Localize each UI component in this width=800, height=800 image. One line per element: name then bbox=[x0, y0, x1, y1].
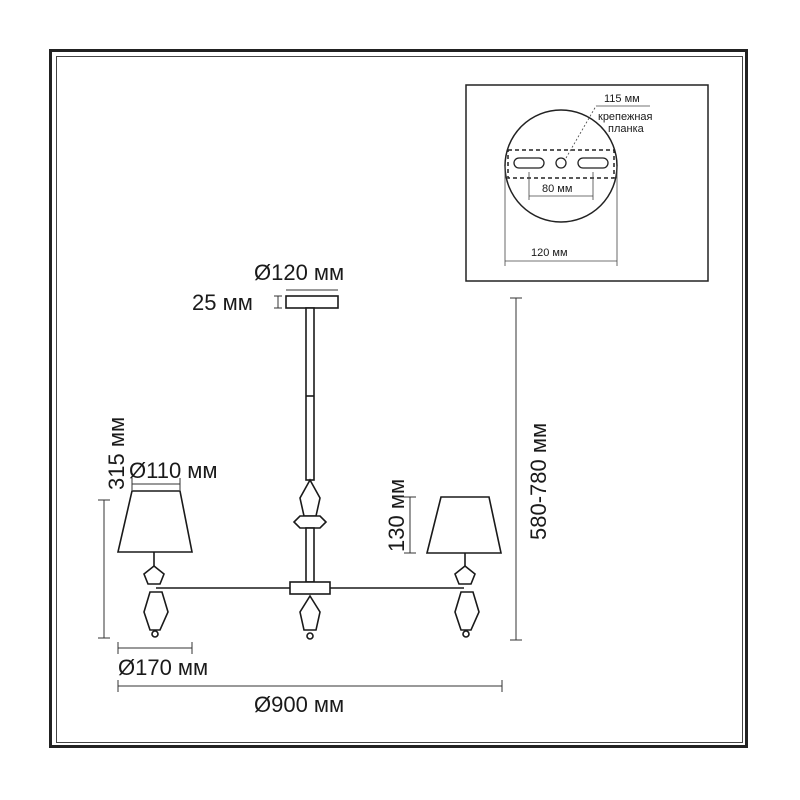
lower-rod bbox=[305, 527, 315, 583]
dimension-lines bbox=[98, 289, 522, 692]
shade-left bbox=[116, 490, 193, 553]
center-crystal-ring bbox=[292, 515, 328, 529]
label-shade-diameter: Ø110 мм bbox=[129, 458, 218, 483]
plate-label-2: планка bbox=[608, 123, 645, 135]
chandelier bbox=[116, 295, 502, 640]
canopy bbox=[285, 295, 339, 309]
label-arm-base-diameter: Ø170 мм bbox=[118, 655, 208, 680]
mounting-plate bbox=[507, 149, 615, 179]
suspension-rod bbox=[305, 307, 315, 481]
outer-frame bbox=[49, 49, 748, 748]
lamp-tip-left bbox=[151, 630, 159, 638]
arm-hub bbox=[289, 581, 331, 595]
center-drop-crystal bbox=[299, 594, 321, 631]
center-crystal-upper bbox=[299, 478, 321, 517]
lamp-crystal-left-lower bbox=[143, 591, 169, 631]
lamp-tip-right bbox=[462, 630, 470, 638]
hole-spacing-label: 80 мм bbox=[542, 183, 572, 195]
center-hole bbox=[555, 157, 567, 169]
label-arm-height: 315 мм bbox=[104, 417, 129, 490]
label-canopy-height: 25 мм bbox=[192, 290, 253, 315]
mount-inset: 115 мм крепежная планка 80 мм 120 мм bbox=[465, 84, 709, 282]
plate-label-1: крепежная bbox=[598, 111, 653, 123]
slot-right bbox=[577, 157, 609, 169]
label-shade-height: 130 мм bbox=[384, 479, 409, 552]
label-overall-height: 580-780 мм bbox=[526, 423, 551, 540]
canopy-width-label: 120 мм bbox=[531, 247, 568, 259]
center-drop-tip bbox=[306, 632, 314, 640]
lamp-crystal-right-upper bbox=[454, 564, 476, 585]
slot-left bbox=[513, 157, 545, 169]
lamp-crystal-left-upper bbox=[143, 564, 165, 585]
label-overall-diameter: Ø900 мм bbox=[254, 692, 344, 717]
plate-length-label: 115 мм bbox=[604, 93, 640, 105]
shade-right bbox=[425, 496, 502, 554]
lamp-crystal-right-lower bbox=[454, 591, 480, 631]
label-canopy-diameter: Ø120 мм bbox=[254, 260, 344, 285]
inner-frame bbox=[56, 56, 743, 743]
